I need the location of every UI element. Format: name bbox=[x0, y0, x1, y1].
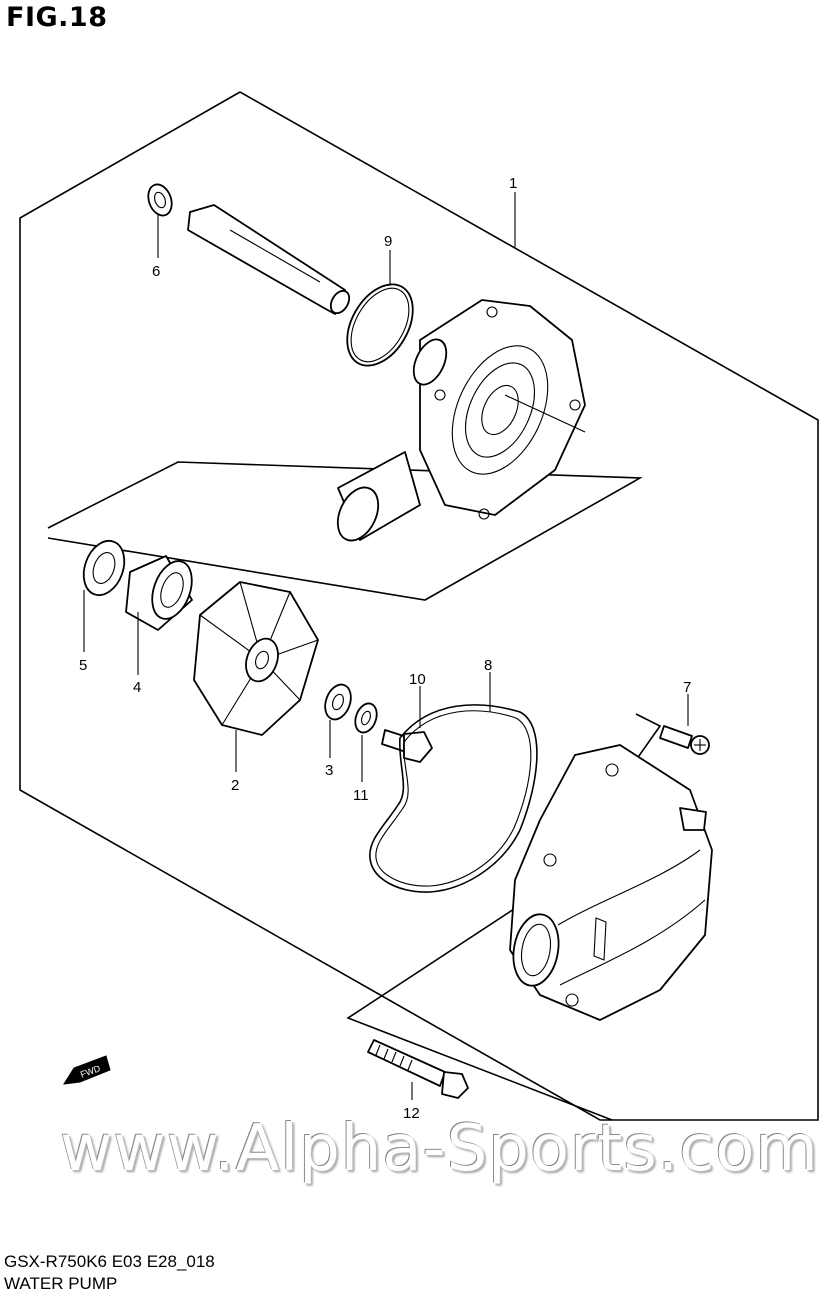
callout-5: 5 bbox=[79, 657, 87, 674]
gasket-part-8 bbox=[369, 704, 538, 893]
callout-7: 7 bbox=[683, 679, 691, 696]
pump-cover bbox=[509, 744, 713, 1021]
callout-9: 9 bbox=[384, 233, 392, 250]
callout-6: 6 bbox=[152, 263, 160, 280]
figure-title: FIG.18 bbox=[6, 2, 108, 33]
callout-4: 4 bbox=[133, 679, 141, 696]
pump-shaft bbox=[187, 204, 351, 315]
callout-numbers: 1 2 3 4 5 6 7 8 9 10 11 12 bbox=[79, 175, 691, 1122]
pump-body-part-1 bbox=[336, 299, 586, 542]
model-code: GSX-R750K6 E03 E28_018 bbox=[4, 1252, 215, 1271]
group-name: WATER PUMP bbox=[4, 1274, 118, 1293]
assembly-outline bbox=[19, 91, 819, 1121]
callout-10: 10 bbox=[409, 671, 426, 688]
bolt-part-10 bbox=[381, 729, 433, 763]
washer-part-6 bbox=[147, 183, 173, 217]
washer-part-11 bbox=[354, 702, 378, 734]
callout-11: 11 bbox=[353, 787, 369, 804]
screw-part-7 bbox=[659, 725, 710, 755]
housing-group-frame bbox=[47, 461, 643, 601]
washer-part-3 bbox=[324, 683, 352, 721]
callout-8: 8 bbox=[484, 657, 492, 674]
bolt-part-12 bbox=[367, 1039, 469, 1099]
callout-12: 12 bbox=[403, 1105, 420, 1122]
mechanical-seal-part-4 bbox=[125, 555, 193, 631]
watermark-text: www.Alpha-Sports.com bbox=[60, 1112, 819, 1186]
o-ring-part-9 bbox=[346, 283, 414, 367]
fwd-arrow-icon: FWD bbox=[63, 1055, 111, 1085]
oil-seal-part-5 bbox=[82, 539, 126, 597]
callout-2: 2 bbox=[231, 777, 239, 794]
callout-3: 3 bbox=[325, 762, 333, 779]
leader-lines bbox=[83, 192, 689, 1100]
impeller-part-2 bbox=[193, 581, 319, 736]
callout-1: 1 bbox=[509, 175, 517, 192]
